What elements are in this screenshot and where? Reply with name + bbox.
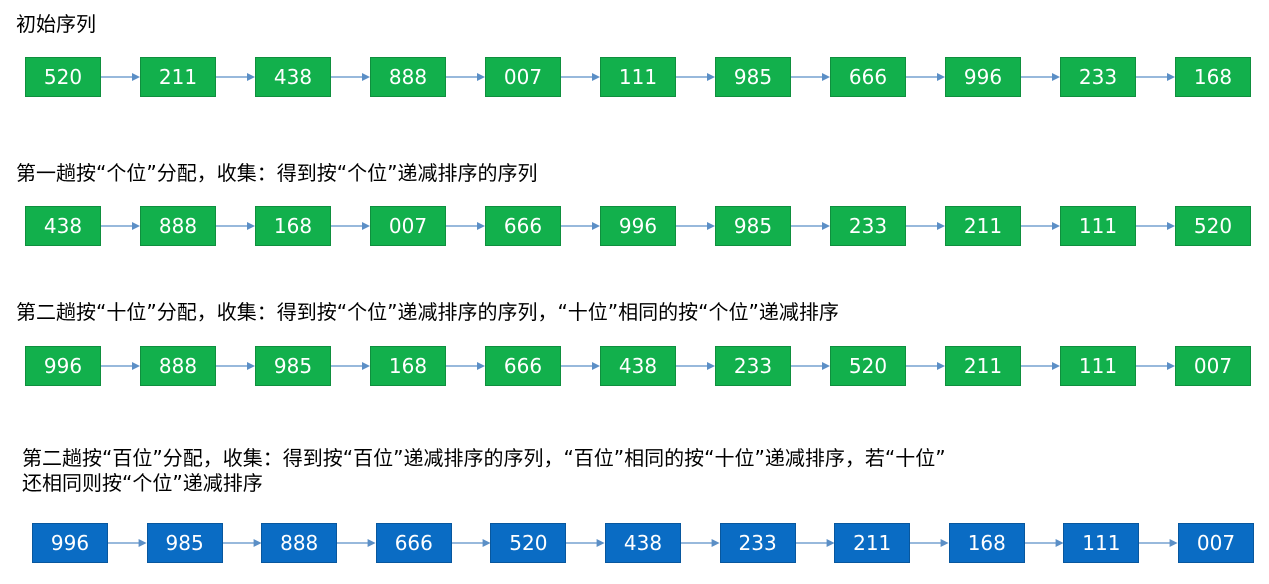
link-arrow-icon (446, 362, 485, 370)
sequence-node: 996 (32, 523, 108, 563)
link-arrow-icon (101, 73, 140, 81)
link-arrow-icon (216, 73, 255, 81)
link-arrow-icon (906, 222, 945, 230)
step-caption-pass-1: 第一趟按“个位”分配，收集：得到按“个位”递减排序的序列 (16, 161, 538, 185)
sequence-node: 520 (25, 57, 101, 97)
sequence-node: 996 (600, 206, 676, 246)
sequence-row-pass-1: 438 888 168 007 666 996 985 233 211 111 520 (0, 206, 1269, 246)
sequence-row-pass-3: 996 985 888 666 520 438 233 211 168 111 007 (0, 523, 1269, 563)
link-arrow-icon (446, 73, 485, 81)
sequence-node: 666 (830, 57, 906, 97)
link-arrow-icon (906, 73, 945, 81)
link-arrow-icon (101, 362, 140, 370)
link-arrow-icon (676, 362, 715, 370)
link-arrow-icon (331, 362, 370, 370)
sequence-node: 007 (370, 206, 446, 246)
link-arrow-icon (676, 73, 715, 81)
sequence-node: 438 (25, 206, 101, 246)
step-caption-initial: 初始序列 (16, 12, 96, 36)
sequence-node: 888 (140, 346, 216, 386)
sequence-node: 666 (375, 523, 452, 563)
sequence-node: 111 (600, 57, 676, 97)
link-arrow-icon (791, 362, 830, 370)
sequence-node: 168 (1175, 57, 1251, 97)
sequence-node: 007 (1175, 346, 1251, 386)
sequence-node: 520 (830, 346, 906, 386)
sequence-node: 666 (485, 346, 561, 386)
link-arrow-icon (331, 73, 370, 81)
sequence-node: 168 (370, 346, 446, 386)
link-arrow-icon (216, 362, 255, 370)
sequence-node: 233 (1060, 57, 1136, 97)
link-arrow-icon (446, 222, 485, 230)
sequence-node: 233 (719, 523, 796, 563)
link-arrow-icon (1021, 222, 1060, 230)
sequence-node: 007 (1178, 523, 1254, 563)
sequence-node: 888 (140, 206, 216, 246)
sequence-node: 985 (715, 206, 791, 246)
sequence-node: 438 (605, 523, 681, 563)
sequence-node: 996 (25, 346, 101, 386)
sequence-node: 985 (715, 57, 791, 97)
sequence-node: 666 (485, 206, 561, 246)
link-arrow-icon (451, 539, 491, 547)
sequence-node: 211 (945, 206, 1021, 246)
sequence-node: 985 (255, 346, 331, 386)
link-arrow-icon (910, 539, 949, 547)
sequence-node: 233 (715, 346, 791, 386)
link-arrow-icon (101, 222, 140, 230)
link-arrow-icon (795, 539, 835, 547)
link-arrow-icon (561, 73, 600, 81)
link-arrow-icon (331, 222, 370, 230)
sequence-node: 520 (1175, 206, 1251, 246)
link-arrow-icon (1024, 539, 1064, 547)
sequence-node: 211 (834, 523, 911, 563)
sequence-node: 888 (370, 57, 446, 97)
link-arrow-icon (222, 539, 262, 547)
sequence-node: 111 (1060, 206, 1136, 246)
link-arrow-icon (216, 222, 255, 230)
sequence-node: 438 (600, 346, 676, 386)
sequence-node: 888 (261, 523, 338, 563)
sequence-node: 985 (146, 523, 223, 563)
link-arrow-icon (566, 539, 605, 547)
sequence-node: 520 (490, 523, 567, 563)
sequence-node: 111 (1063, 523, 1140, 563)
sequence-node: 211 (140, 57, 216, 97)
step-caption-pass-2: 第二趟按“十位”分配，收集：得到按“个位”递减排序的序列，“十位”相同的按“个位… (16, 300, 839, 324)
link-arrow-icon (108, 539, 147, 547)
link-arrow-icon (1136, 222, 1175, 230)
link-arrow-icon (1021, 362, 1060, 370)
link-arrow-icon (1136, 73, 1175, 81)
link-arrow-icon (791, 73, 830, 81)
step-caption-pass-3: 第二趟按“百位”分配，收集：得到按“百位”递减排序的序列，“百位”相同的按“十位… (22, 446, 946, 495)
sequence-node: 007 (485, 57, 561, 97)
sequence-node: 438 (255, 57, 331, 97)
sequence-node: 211 (945, 346, 1021, 386)
link-arrow-icon (681, 539, 720, 547)
link-arrow-icon (561, 222, 600, 230)
sequence-node: 111 (1060, 346, 1136, 386)
link-arrow-icon (906, 362, 945, 370)
sequence-row-pass-2: 996 888 985 168 666 438 233 520 211 111 007 (0, 346, 1269, 386)
sequence-node: 233 (830, 206, 906, 246)
link-arrow-icon (337, 539, 376, 547)
sequence-row-initial: 520 211 438 888 007 111 985 666 996 233 168 (0, 57, 1269, 97)
link-arrow-icon (676, 222, 715, 230)
link-arrow-icon (1139, 539, 1178, 547)
sequence-node: 168 (255, 206, 331, 246)
link-arrow-icon (1021, 73, 1060, 81)
link-arrow-icon (1136, 362, 1175, 370)
link-arrow-icon (791, 222, 830, 230)
sequence-node: 168 (948, 523, 1025, 563)
link-arrow-icon (561, 362, 600, 370)
sequence-node: 996 (945, 57, 1021, 97)
